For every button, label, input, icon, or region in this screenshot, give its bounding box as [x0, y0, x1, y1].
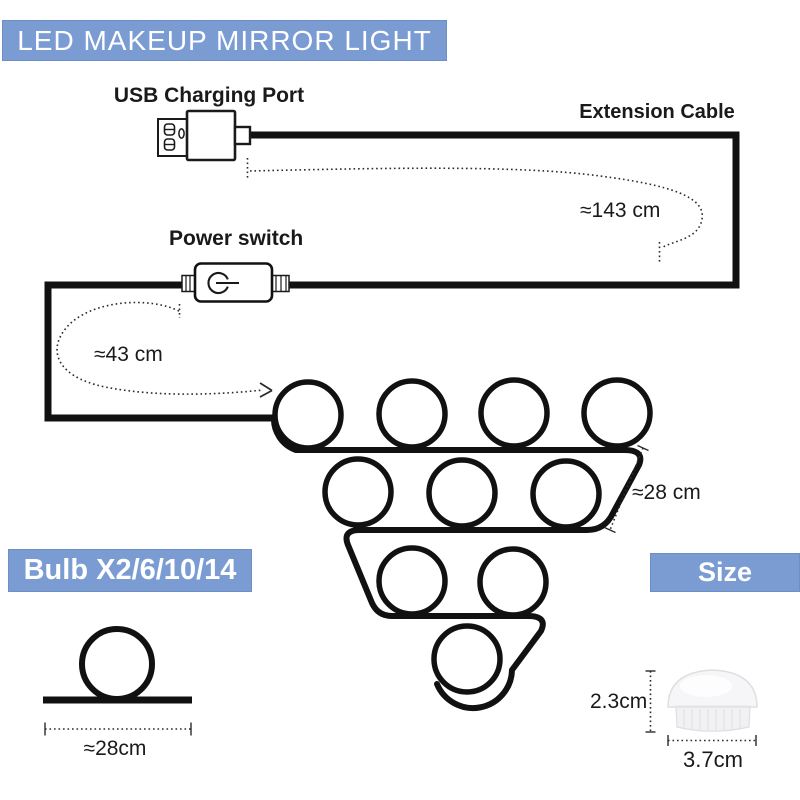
usb-plug-icon [157, 109, 252, 162]
power-switch [181, 262, 290, 303]
extension-cable-label: Extension Cable [579, 101, 735, 123]
bulb-size-figure [645, 669, 758, 746]
bulb-height-measure [645, 670, 656, 733]
bulb-icon [376, 545, 448, 617]
single-strip-measure [44, 722, 192, 736]
bulb-diameter-measure [667, 735, 757, 746]
switch-section-length: ≈43 cm [94, 343, 163, 366]
bulb-height-value: 2.3cm [590, 690, 648, 713]
led-strip [270, 414, 644, 712]
bulb-icon [376, 378, 448, 450]
extension-cable-length: ≈143 cm [580, 199, 661, 222]
bulb-icon [477, 546, 549, 618]
switch-length-measure [56, 301, 264, 395]
bulb-cluster [272, 377, 653, 695]
bulb-base [675, 706, 751, 732]
row-length-measure [604, 444, 649, 534]
single-strip-length: ≈28cm [83, 737, 147, 760]
page-title: LED MAKEUP MIRROR LIGHT [2, 20, 447, 61]
bulb-icon [530, 458, 602, 530]
bulb-count-text: Bulb X2/6/10/14 [23, 554, 237, 586]
bulb-icon [431, 623, 503, 695]
bulb-icon [478, 377, 550, 449]
bulb-count-banner: Bulb X2/6/10/14 [8, 549, 252, 592]
usb-port-label: USB Charging Port [113, 84, 305, 107]
single-bulb-sample [43, 626, 192, 736]
bulb-icon [272, 379, 344, 451]
size-banner: Size [650, 553, 800, 592]
bulb-icon [581, 377, 653, 449]
bulb-icon [322, 456, 394, 528]
strip-row-length: ≈28 cm [632, 481, 701, 504]
measure-arrowhead [259, 382, 273, 398]
main-cable [44, 131, 740, 422]
bulb-diameter-value: 3.7cm [683, 747, 743, 772]
bulb-base-flutes [683, 709, 741, 732]
bulb-icon [426, 457, 498, 529]
bulb-icon [79, 626, 155, 702]
bulb-highlight [680, 675, 732, 697]
page-title-text: LED MAKEUP MIRROR LIGHT [17, 24, 432, 56]
size-banner-text: Size [697, 557, 753, 587]
power-switch-label: Power switch [169, 227, 304, 250]
power-icon [207, 271, 239, 295]
extension-length-measure [246, 158, 703, 264]
